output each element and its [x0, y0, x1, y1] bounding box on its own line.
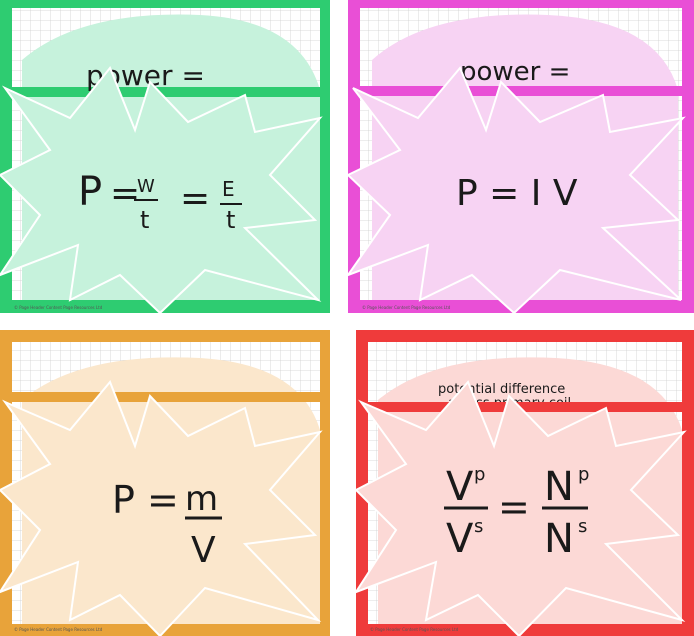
equation-left: P = [112, 478, 179, 522]
equation-numerator: m [185, 479, 218, 519]
card-canvas: potential difference across primary coil… [356, 330, 694, 636]
copyright-footer: © Page Header Content Page Resources Ltd [14, 627, 103, 632]
starburst-shape [348, 66, 686, 313]
vp-letter: V [446, 464, 474, 510]
ns-letter: N [544, 516, 574, 562]
vs-subscript: s [474, 516, 483, 537]
card-heading: power = [460, 57, 570, 87]
equation-t-1: t [140, 206, 149, 234]
power-work-energy-card: power = P = W t = E t © Page Header Cont… [0, 0, 330, 313]
card-canvas: power = P = I V © Page Header Content Pa… [348, 0, 694, 313]
np-subscript: p [578, 464, 589, 485]
equation-t-2: t [226, 206, 235, 234]
copyright-footer: © Page Header Content Page Resources Ltd [362, 305, 451, 310]
copyright-footer: © Page Header Content Page Resources Ltd [14, 305, 103, 310]
power-current-voltage-card: power = P = I V © Page Header Content Pa… [348, 0, 694, 313]
card-band [356, 402, 694, 412]
ns-subscript: s [578, 516, 587, 537]
card-canvas: power = P = W t = E t © Page Header Cont… [0, 0, 330, 313]
transformer-card: potential difference across primary coil… [356, 330, 694, 636]
density-card: P = m V © Page Header Content Page Resou… [0, 330, 330, 636]
card-canvas: P = m V © Page Header Content Page Resou… [0, 330, 330, 636]
copyright-footer: © Page Header Content Page Resources Ltd [370, 627, 459, 632]
starburst-shape [0, 380, 323, 636]
equation-p: P [78, 169, 102, 215]
equation-p-iv: P = I V [456, 173, 578, 214]
card-band [348, 86, 694, 96]
equation-equals-2: = [180, 178, 210, 219]
np-letter: N [544, 464, 574, 510]
vs-letter: V [446, 516, 474, 562]
equation-denominator: V [191, 530, 216, 571]
equation-w: W [137, 176, 155, 197]
equation-e: E [222, 177, 235, 201]
vp-subscript: p [474, 464, 485, 485]
equation-equals-1: = [110, 173, 140, 214]
starburst-shape [0, 66, 323, 313]
equals-sign: = [498, 485, 530, 529]
card-band [0, 87, 330, 97]
starburst-shape [356, 380, 687, 636]
card-band [0, 392, 330, 402]
